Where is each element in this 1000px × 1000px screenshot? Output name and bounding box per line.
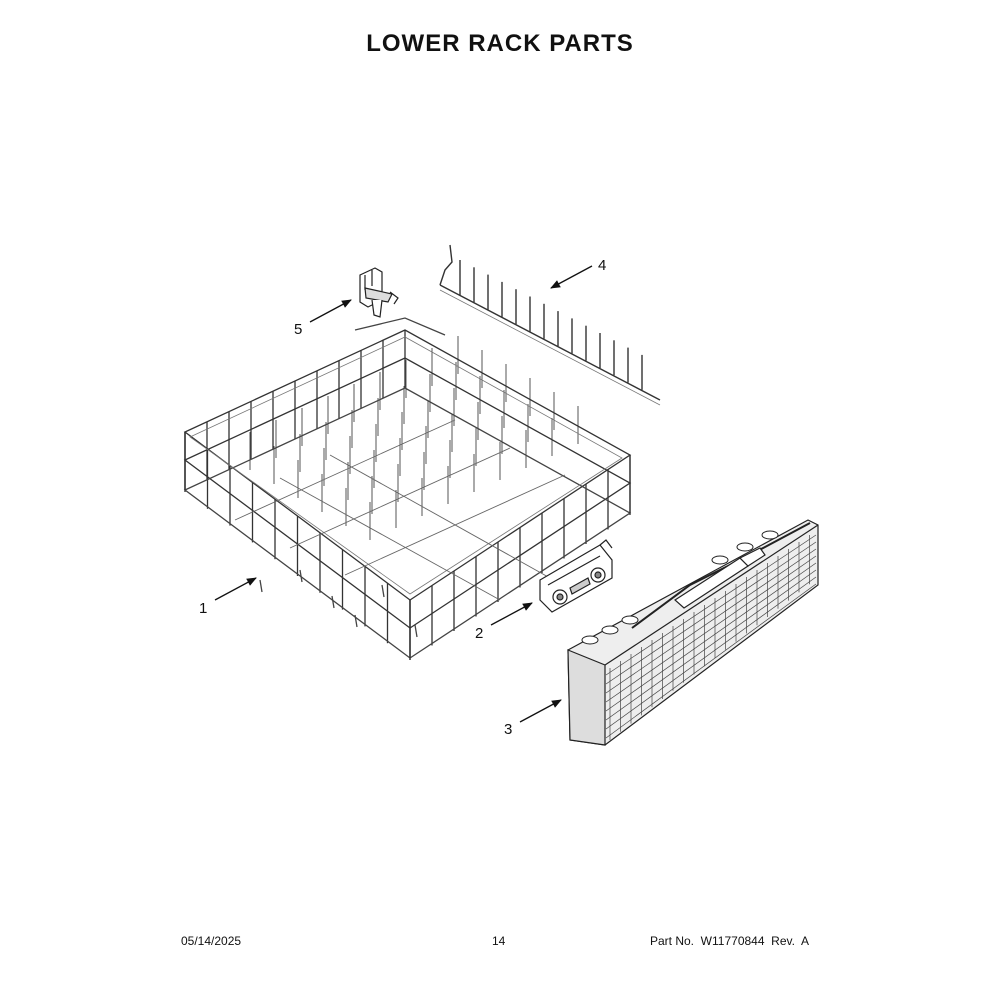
callout-arrow-1 — [214, 577, 257, 601]
basket-grid — [605, 534, 817, 740]
basket-grid-wire — [605, 548, 817, 694]
basket-grid-wire — [605, 534, 817, 676]
footer-date: 05/14/2025 — [181, 934, 242, 948]
lower-rack-basket — [183, 317, 632, 660]
rack-clip-part — [359, 267, 399, 318]
wheel-carrier-part — [539, 539, 613, 613]
callout-label-2: 2 — [475, 625, 483, 642]
silverware-basket — [567, 519, 819, 746]
basket-grid-wire — [605, 555, 817, 703]
rack-side-wires — [184, 330, 631, 660]
callout-arrows — [214, 265, 593, 723]
basket-grid-wire — [605, 569, 817, 721]
basket-grid-wire — [605, 562, 817, 712]
basket-grid-wire — [605, 576, 817, 730]
callout-arrow-5 — [309, 299, 352, 323]
page-title: LOWER RACK PARTS — [366, 30, 634, 57]
basket-grid-wire — [605, 541, 817, 685]
footer-page-number: 14 — [492, 934, 506, 948]
footer-part-number: Part No. W11770844 Rev. A — [650, 934, 809, 948]
fold-down-tine-row — [439, 244, 661, 406]
basket-grid-wire — [605, 583, 817, 739]
callout-arrow-2 — [490, 602, 533, 626]
callout-label-5: 5 — [294, 321, 302, 338]
rack-tines — [249, 336, 579, 540]
callout-arrow-3 — [519, 699, 562, 723]
callout-label-4: 4 — [598, 257, 606, 274]
callout-arrow-4 — [550, 265, 593, 289]
callout-label-3: 3 — [504, 721, 512, 738]
callout-label-1: 1 — [199, 600, 207, 617]
tine-prongs — [459, 260, 643, 390]
